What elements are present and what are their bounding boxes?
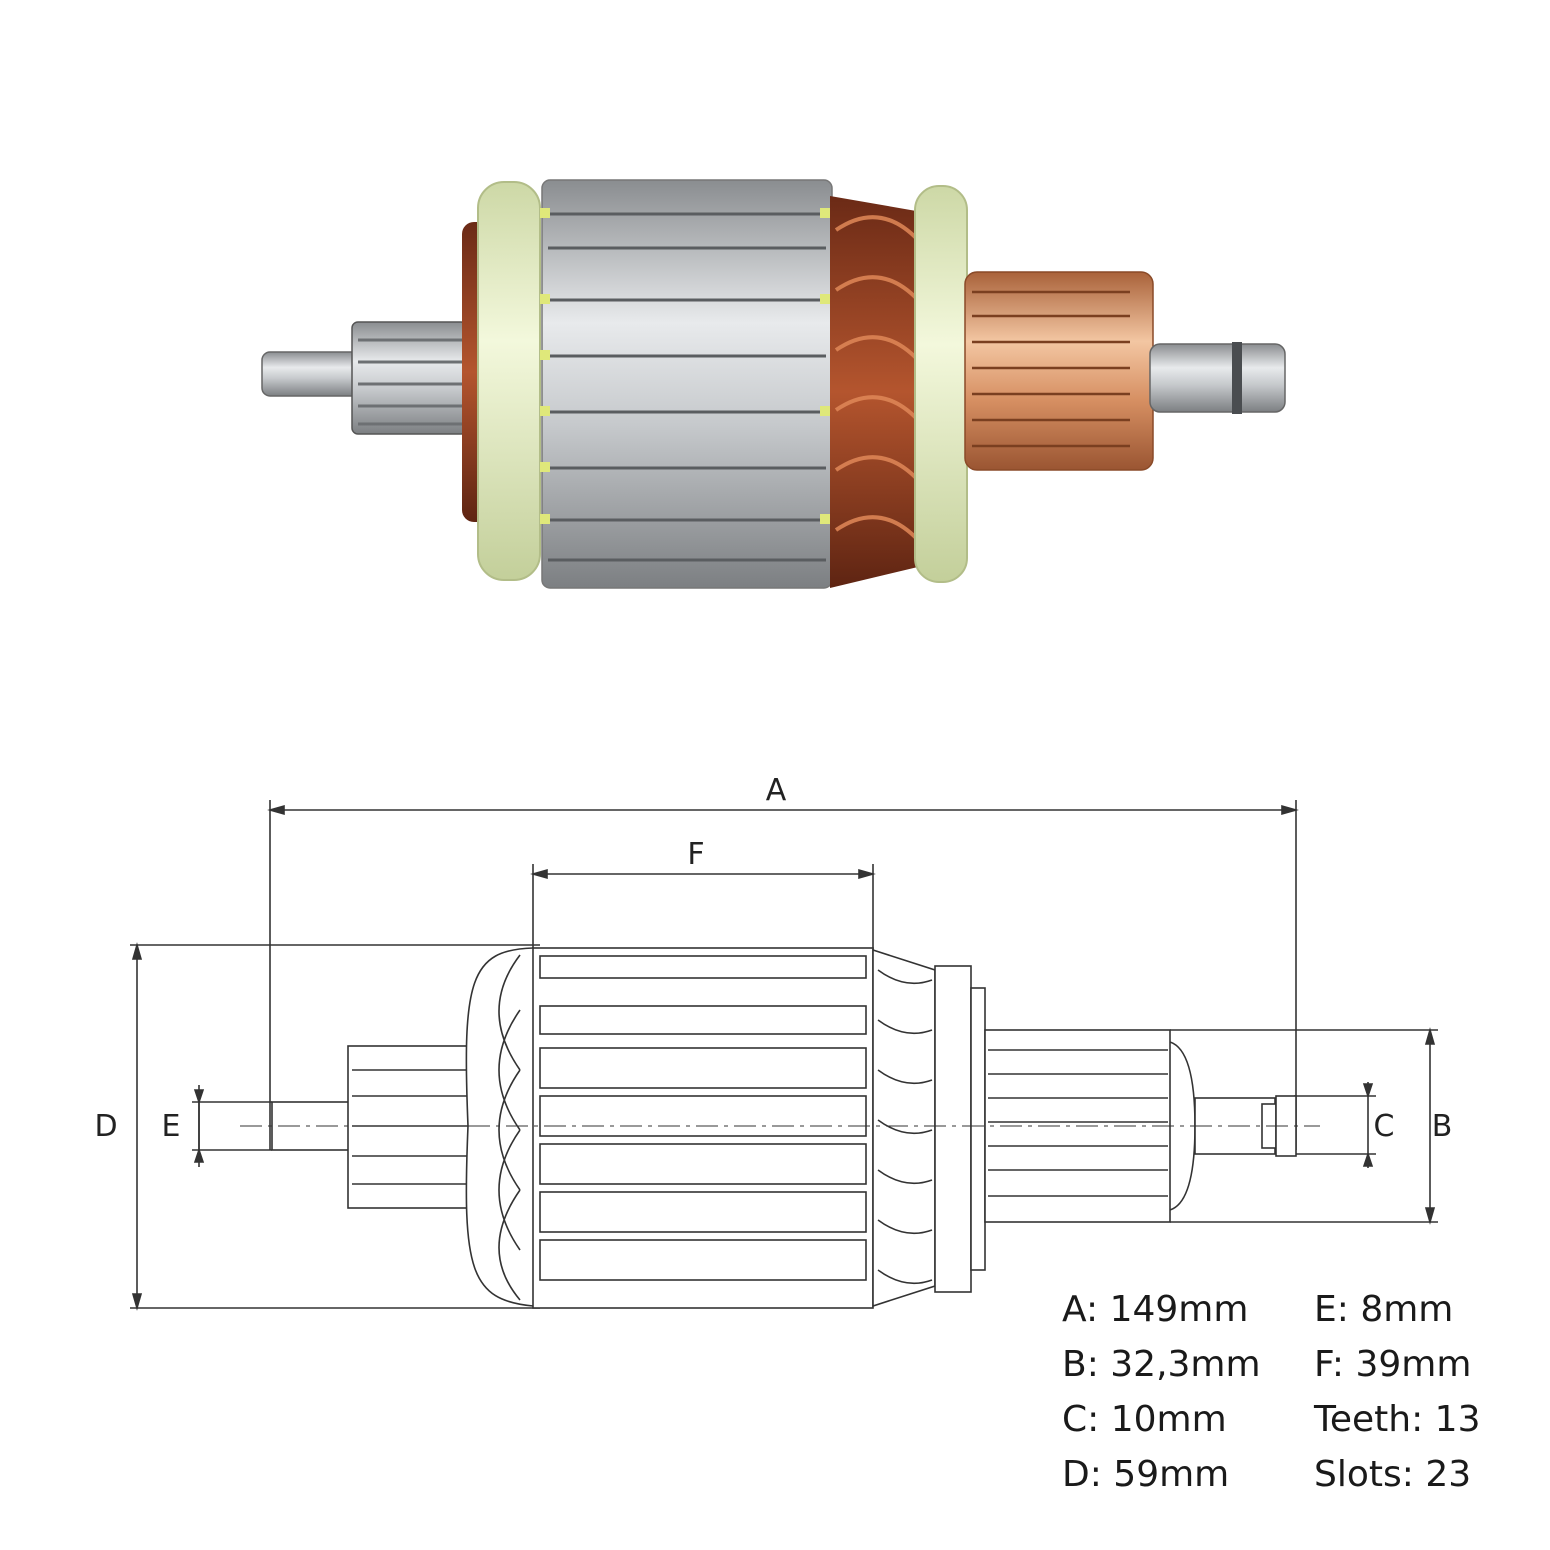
left-insulator-ring [477, 181, 541, 581]
label-a: A [766, 773, 787, 808]
spec-e: E: 8mm [1314, 1289, 1454, 1330]
shaft-groove [1232, 342, 1242, 414]
drawing-core [532, 947, 874, 1309]
dimension-f [530, 864, 876, 950]
drawing-left-coil-lines [498, 954, 521, 1301]
drawing-commutator-bars [988, 1049, 1168, 1197]
drawing-flange-hub [970, 987, 986, 1271]
dimension-d [130, 942, 540, 1311]
right-coil-winding [830, 196, 922, 588]
spec-d: D: 59mm [1062, 1454, 1230, 1495]
spec-a: A: 149mm [1062, 1289, 1249, 1330]
dimension-e [192, 1085, 272, 1167]
drawing-right-winding [872, 948, 936, 1308]
spec-teeth: Teeth: 13 [1314, 1399, 1481, 1440]
drawing-pinion [347, 1045, 477, 1209]
label-d: D [94, 1109, 117, 1144]
drawing-right-coil-lines [877, 969, 933, 1285]
label-b: B [1432, 1109, 1453, 1144]
label-f: F [687, 837, 704, 872]
right-insulator-ring [914, 185, 968, 583]
core-slots [548, 212, 826, 562]
armature-photo [261, 179, 1286, 589]
commutator [964, 271, 1154, 471]
spec-c: C: 10mm [1062, 1399, 1227, 1440]
spec-b: B: 32,3mm [1062, 1344, 1261, 1385]
slot-insulation [540, 208, 830, 524]
technical-drawing: A F D E C B [94, 773, 1453, 1311]
drawing-core-slots [539, 955, 867, 1281]
drawing-flange [934, 965, 972, 1293]
right-shaft [1149, 343, 1286, 413]
dimension-c [1294, 1082, 1376, 1168]
dimension-a [267, 800, 1299, 1150]
spec-slots: Slots: 23 [1314, 1454, 1472, 1495]
label-e: E [162, 1109, 181, 1144]
label-c: C [1374, 1109, 1395, 1144]
commutator-bars [972, 290, 1130, 448]
coil-wires [834, 215, 920, 542]
spec-f: F: 39mm [1314, 1344, 1472, 1385]
pinion-teeth [358, 338, 462, 426]
dimension-b [1170, 1027, 1438, 1225]
laminated-core [541, 179, 833, 589]
